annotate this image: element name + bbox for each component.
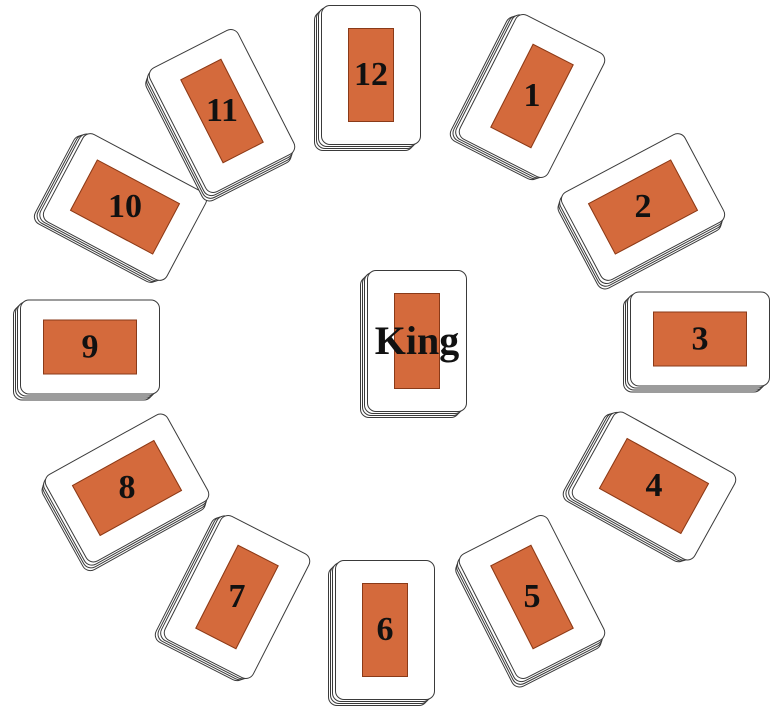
top-card: 1	[456, 11, 609, 181]
top-card: 8	[42, 410, 213, 565]
card-pile-9[interactable]: 9	[20, 300, 160, 395]
pile-label: 3	[692, 322, 709, 356]
card-pile-12[interactable]: 12	[321, 5, 421, 145]
pile-label: 4	[646, 469, 663, 503]
pile-label: 9	[82, 330, 99, 364]
top-card: 5	[456, 512, 609, 682]
top-card: 6	[335, 560, 435, 700]
top-card: 4	[569, 408, 740, 563]
card-pile-3[interactable]: 3	[630, 292, 770, 387]
card-pile-2[interactable]: 2	[558, 130, 729, 284]
pile-label: King	[375, 321, 459, 361]
pile-label: 1	[524, 79, 541, 113]
top-card: 12	[321, 5, 421, 145]
card-pile-7[interactable]: 7	[161, 512, 314, 682]
card-pile-king[interactable]: King	[367, 270, 467, 412]
card-pile-11[interactable]: 11	[146, 26, 299, 196]
pile-label: 12	[354, 58, 388, 92]
card-pile-8[interactable]: 8	[42, 410, 213, 565]
pile-label: 7	[229, 580, 246, 614]
card-pile-4[interactable]: 4	[569, 408, 740, 563]
top-card: 3	[630, 292, 770, 387]
top-card: 9	[20, 300, 160, 395]
top-card: 7	[161, 512, 314, 682]
pile-label: 5	[524, 580, 541, 614]
pile-label: 10	[108, 190, 142, 224]
pile-label: 2	[635, 190, 652, 224]
card-pile-6[interactable]: 6	[335, 560, 435, 700]
card-pile-1[interactable]: 1	[456, 11, 609, 181]
top-card: King	[367, 270, 467, 412]
pile-label: 8	[119, 471, 136, 505]
pile-label: 6	[377, 613, 394, 647]
top-card: 2	[558, 130, 729, 284]
pile-label: 11	[206, 94, 238, 128]
top-card: 11	[146, 26, 299, 196]
card-pile-5[interactable]: 5	[456, 512, 609, 682]
